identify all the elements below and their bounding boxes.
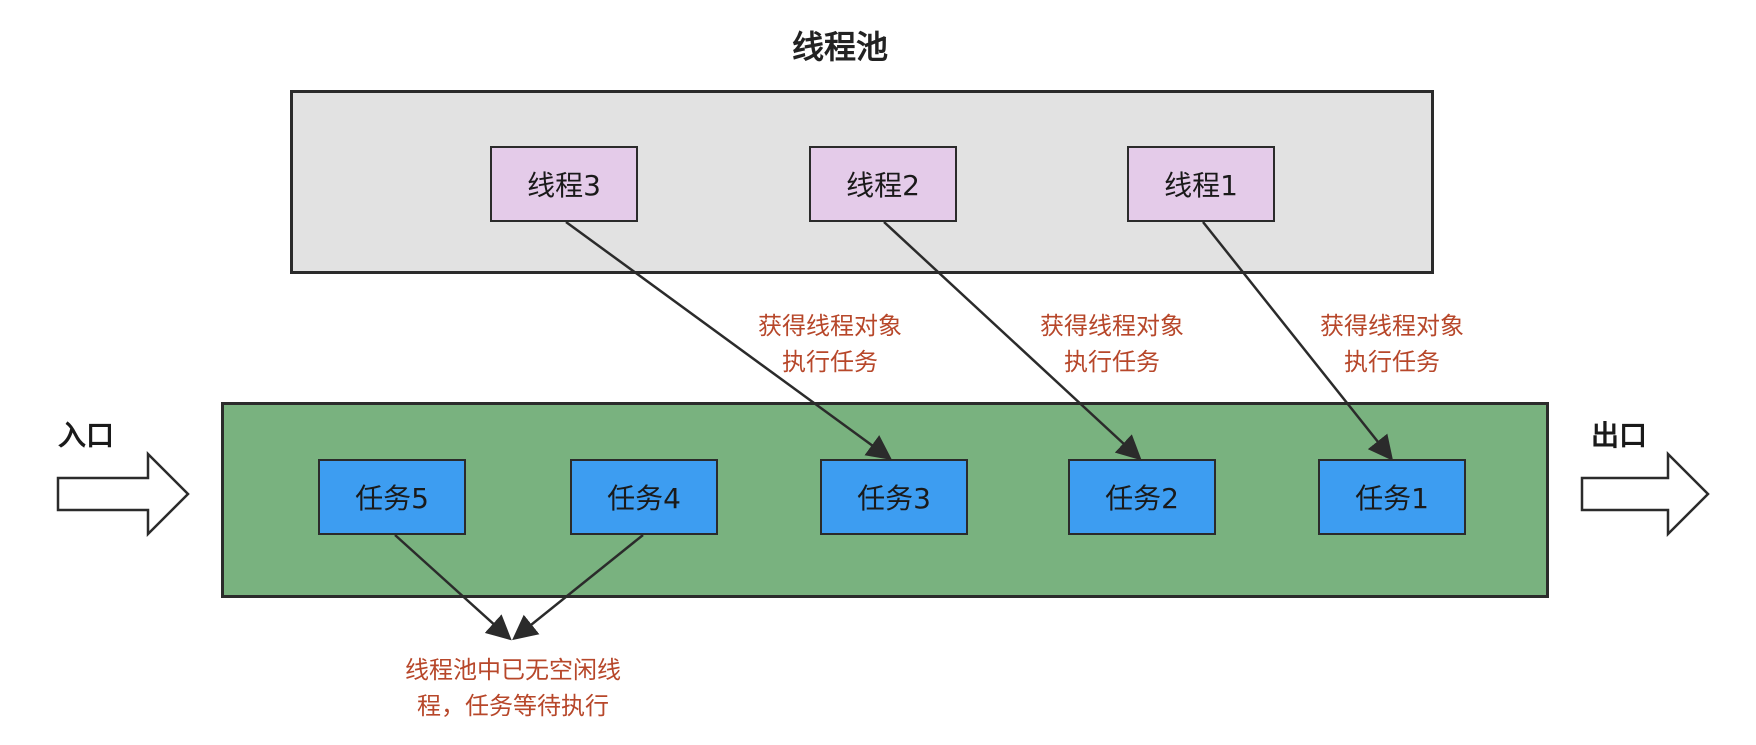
task-3-box: 任务3: [820, 459, 968, 535]
thread2-to-task2-arrow: [883, 221, 1142, 461]
waiting-label: 线程池中已无空闲线 程，任务等待执行: [368, 652, 658, 724]
thread2-assign-label: 获得线程对象 执行任务: [1022, 308, 1202, 380]
task-2-box: 任务2: [1068, 459, 1216, 535]
thread-2-box: 线程2: [809, 146, 957, 222]
entry-arrow-icon: [56, 450, 190, 538]
assign-label-line2: 执行任务: [1344, 348, 1440, 376]
waiting-label-line1: 线程池中已无空闲线: [405, 656, 621, 684]
thread1-to-task1-arrow: [1202, 221, 1394, 461]
assign-label-line1: 获得线程对象: [1040, 312, 1184, 340]
thread1-assign-label: 获得线程对象 执行任务: [1302, 308, 1482, 380]
assign-label-line2: 执行任务: [1064, 348, 1160, 376]
task4-waiting-arrow: [512, 534, 644, 641]
assign-label-line1: 获得线程对象: [1320, 312, 1464, 340]
diagram-title: 线程池: [791, 28, 888, 66]
task-5-box: 任务5: [318, 459, 466, 535]
assign-label-line1: 获得线程对象: [758, 312, 902, 340]
waiting-label-line2: 程，任务等待执行: [417, 692, 609, 720]
thread3-to-task3-arrow: [565, 220, 893, 460]
task-4-box: 任务4: [570, 459, 718, 535]
thread-3-box: 线程3: [490, 146, 638, 222]
task5-waiting-arrow: [394, 534, 512, 641]
assign-label-line2: 执行任务: [782, 348, 878, 376]
task-1-box: 任务1: [1318, 459, 1466, 535]
exit-arrow-icon: [1580, 450, 1710, 538]
thread-1-box: 线程1: [1127, 146, 1275, 222]
thread3-assign-label: 获得线程对象 执行任务: [740, 308, 920, 380]
entry-label: 入口: [58, 419, 115, 452]
exit-label: 出口: [1591, 419, 1648, 452]
